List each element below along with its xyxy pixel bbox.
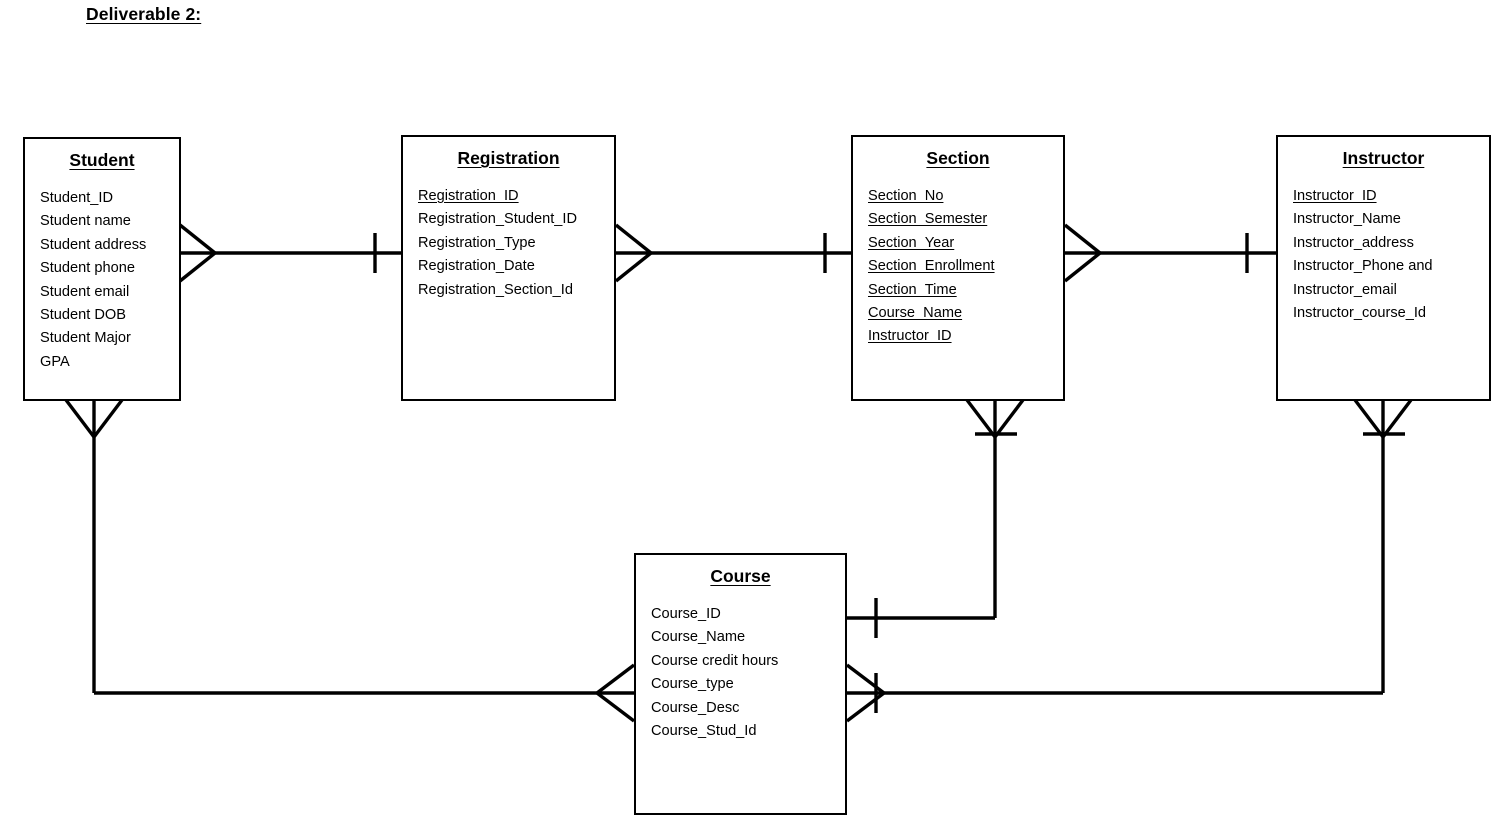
attribute-item: GPA: [40, 353, 70, 370]
attribute-item: Instructor_Phone and: [1293, 258, 1433, 275]
attribute-item: Student name: [40, 213, 131, 230]
page-title: Deliverable 2:: [86, 4, 202, 24]
attribute-item: Course_Desc: [651, 699, 740, 716]
attribute-item-primary-key: Course_Name: [868, 305, 963, 322]
attribute-list-student: Student_ID Student name Student address …: [25, 187, 179, 374]
attribute-item: Course_ID: [651, 606, 721, 622]
crowsfoot-section-instructor: [1063, 223, 1102, 283]
attribute-item: Registration_Section_Id: [418, 281, 573, 298]
attribute-item: Student email: [40, 283, 130, 300]
attribute-item: Registration_Date: [418, 258, 535, 275]
attribute-item-primary-key: Section_Semester: [868, 211, 988, 228]
attribute-list-instructor: Instructor_ID Instructor_Name Instructor…: [1278, 185, 1489, 325]
entity-registration[interactable]: Registration Registration_ID Registratio…: [401, 135, 616, 401]
attribute-item: Course_Stud_Id: [651, 723, 757, 740]
attribute-list-registration: Registration_ID Registration_Student_ID …: [403, 185, 614, 302]
crowsfoot-course-left: [595, 663, 636, 723]
attribute-item-primary-key: Instructor_ID: [1293, 188, 1377, 204]
crowsfoot-registration-section: [614, 223, 653, 283]
crowsfoot-student-bottom: [64, 398, 124, 439]
attribute-item: Student Major: [40, 330, 131, 347]
entity-title-course: Course: [710, 566, 771, 586]
entity-title-student: Student: [69, 150, 135, 170]
attribute-item-primary-key: Instructor_ID: [868, 328, 952, 345]
attribute-item: Course credit hours: [651, 652, 779, 669]
attribute-item: Instructor_Name: [1293, 211, 1401, 228]
crowsfoot-student-registration: [178, 223, 217, 283]
entity-student[interactable]: Student Student_ID Student name Student …: [23, 137, 181, 401]
entity-title-instructor: Instructor: [1342, 148, 1425, 168]
attribute-item: Instructor_address: [1293, 234, 1414, 251]
attribute-item: Instructor_course_Id: [1293, 305, 1427, 322]
attribute-item: Student phone: [40, 260, 135, 277]
attribute-item: Course_type: [651, 676, 734, 693]
attribute-item: Registration_Type: [418, 234, 536, 251]
attribute-item-primary-key: Registration_ID: [418, 188, 519, 204]
entity-course[interactable]: Course Course_ID Course_Name Course cred…: [634, 553, 847, 815]
attribute-item: Course_Name: [651, 629, 746, 646]
attribute-item-primary-key: Section_Year: [868, 234, 955, 251]
attribute-list-course: Course_ID Course_Name Course credit hour…: [636, 603, 845, 743]
crowsfoot-section-bottom: [965, 398, 1025, 439]
attribute-list-section: Section_No Section_Semester Section_Year…: [853, 185, 1063, 349]
entity-title-section: Section: [926, 148, 990, 168]
entity-instructor[interactable]: Instructor Instructor_ID Instructor_Name…: [1276, 135, 1491, 401]
attribute-item: Instructor_email: [1293, 281, 1397, 298]
attribute-item-primary-key: Section_Time: [868, 281, 957, 298]
attribute-item: Student address: [40, 236, 147, 253]
attribute-item-primary-key: Section_No: [868, 188, 944, 204]
attribute-item: Registration_Student_ID: [418, 211, 578, 228]
attribute-item: Student DOB: [40, 307, 126, 324]
entity-title-registration: Registration: [457, 148, 560, 168]
attribute-item: Student_ID: [40, 190, 114, 206]
crowsfoot-course-lower-right: [845, 663, 886, 723]
entity-section[interactable]: Section Section_No Section_Semester Sect…: [851, 135, 1065, 401]
attribute-item-primary-key: Section_Enrollment: [868, 258, 995, 275]
crowsfoot-instructor-bottom: [1353, 398, 1413, 439]
